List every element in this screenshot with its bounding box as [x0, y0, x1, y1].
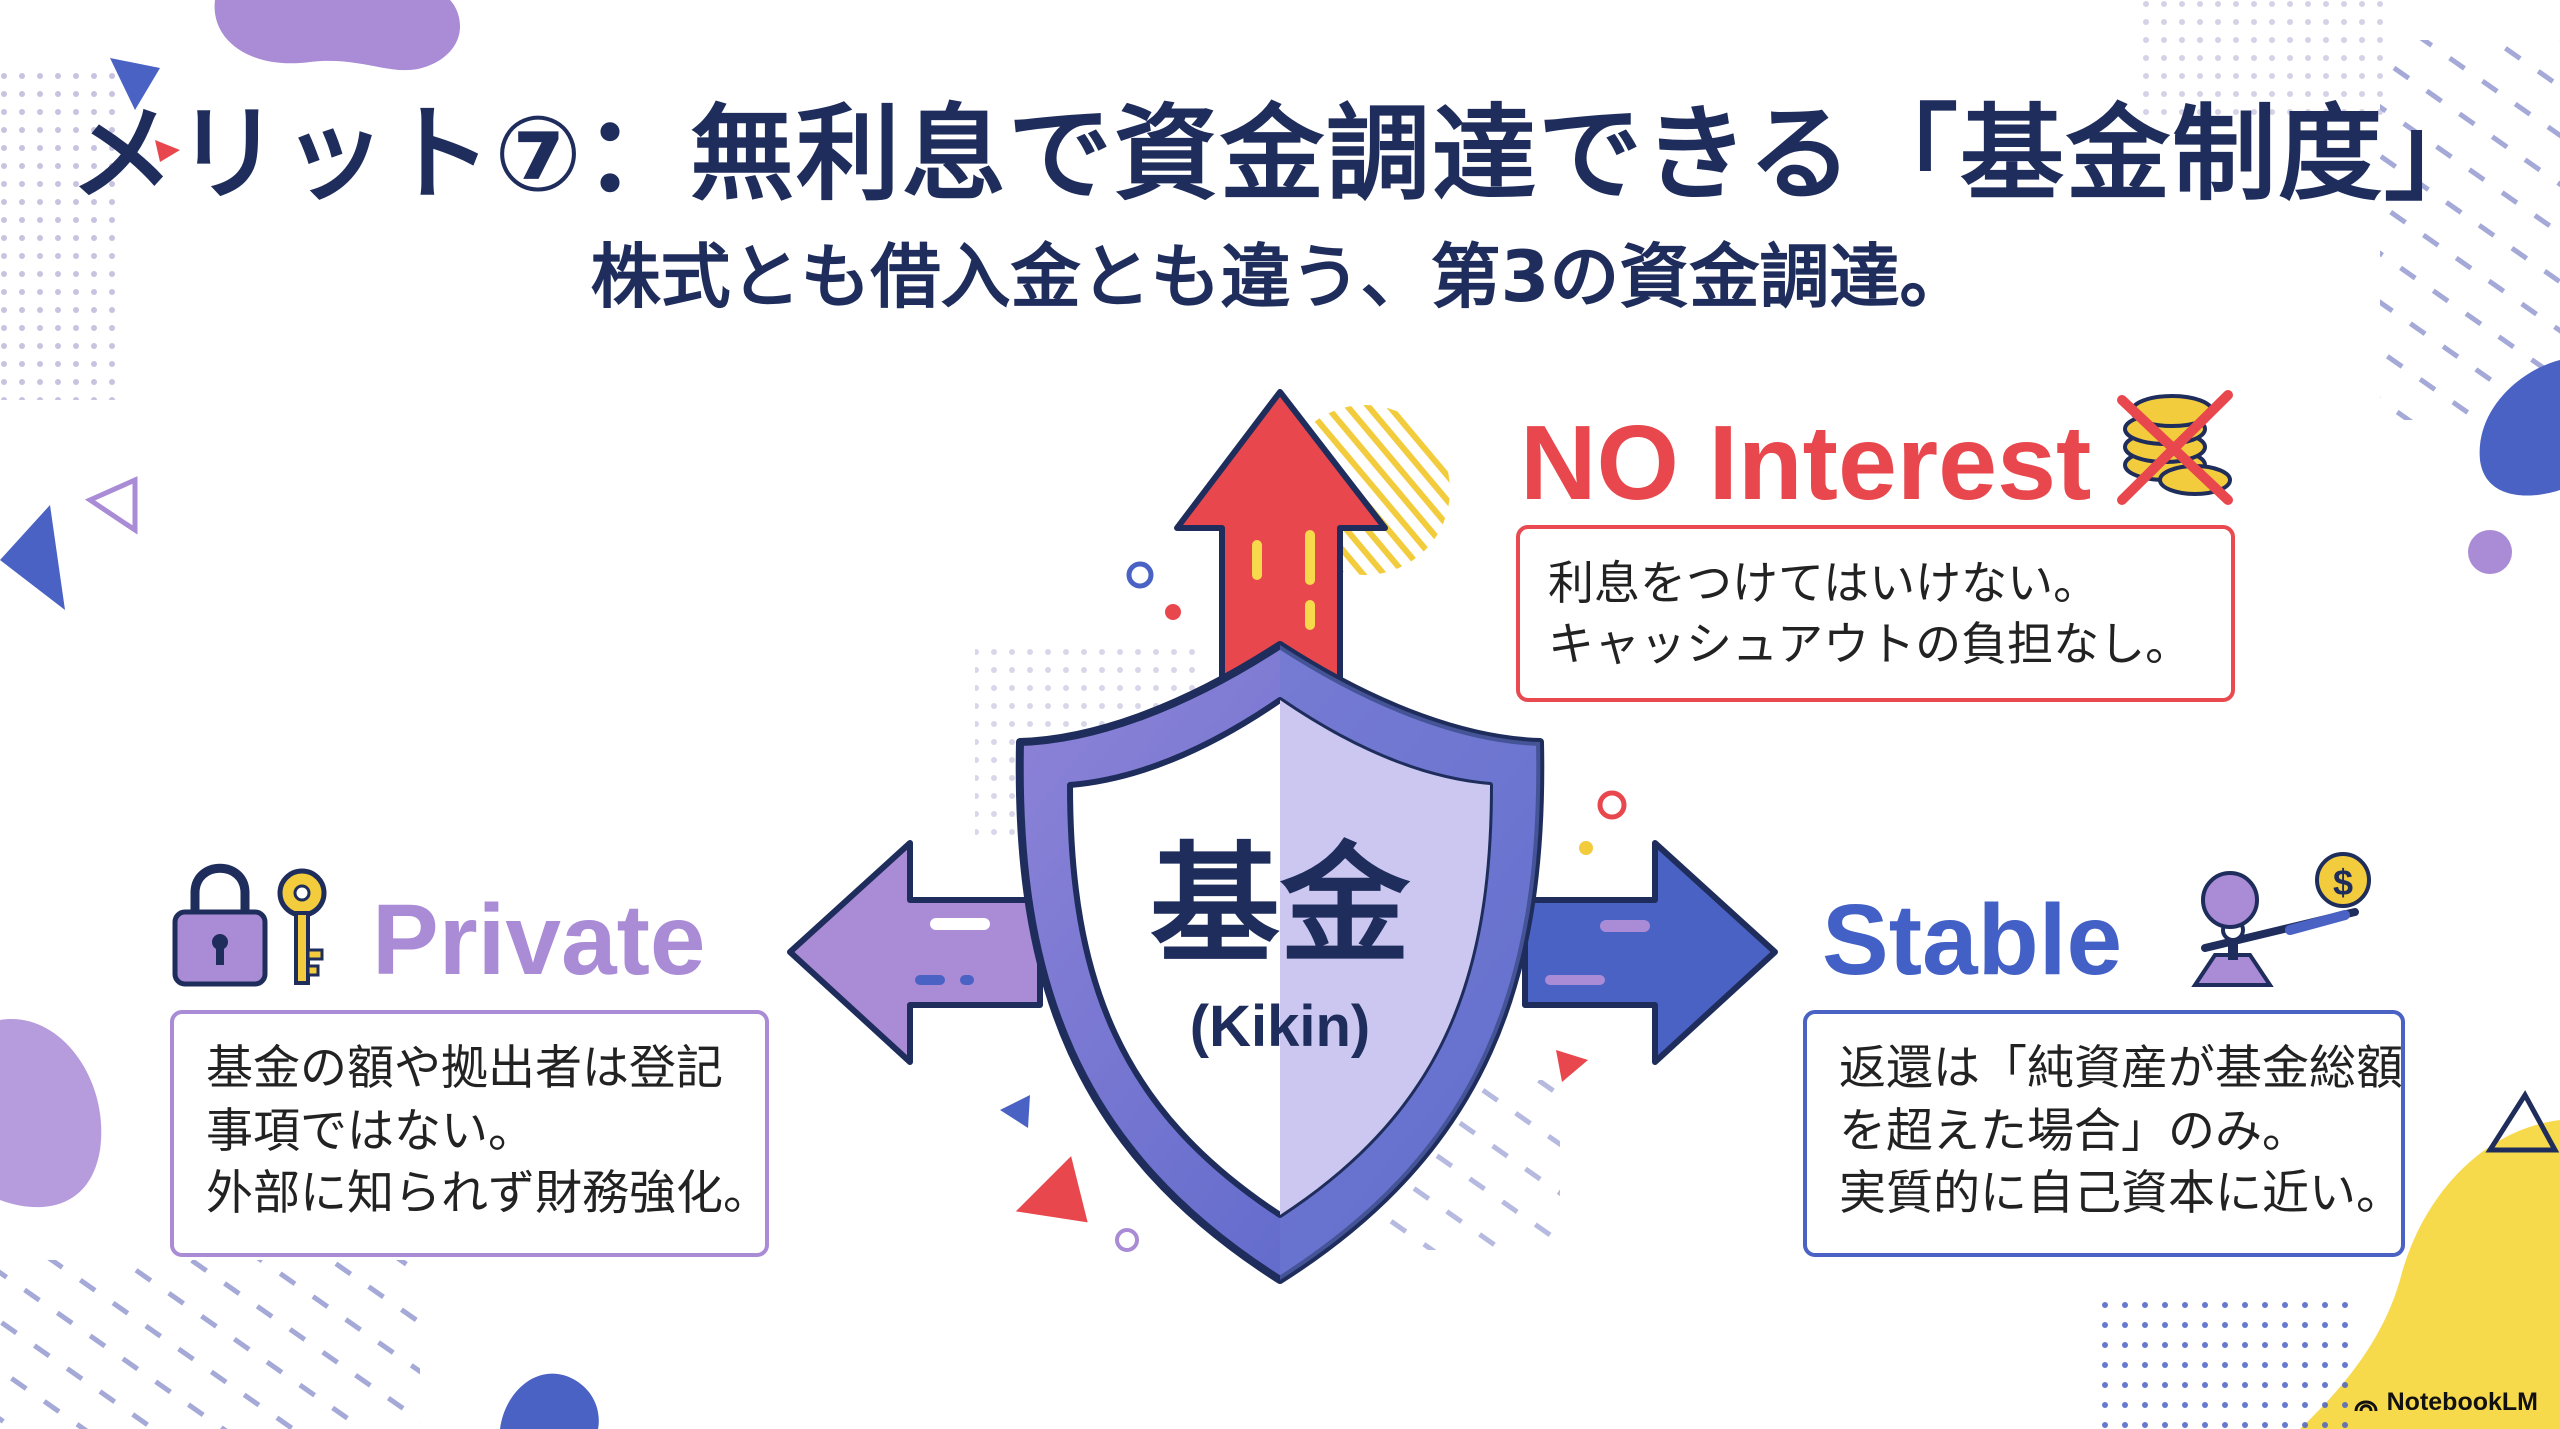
no-interest-heading: NO Interest [1520, 404, 2092, 522]
stable-line-3: 実質的に自己資本に近い。 [1839, 1166, 2403, 1221]
crossed-coins-icon [2117, 390, 2233, 505]
shield-sub-label: (Kikin) [1189, 994, 1371, 1059]
triangle-small-blue [1000, 1095, 1030, 1128]
right-arrow [1522, 840, 1778, 1065]
page-subtitle: 株式とも借入金とも違う、第3の資金調達。 [590, 236, 1970, 318]
left-arrow [787, 840, 1043, 1065]
stable-line-1: 返還は「純資産が基金総額 [1839, 1041, 2403, 1096]
no-interest-box: 利息をつけてはいけない。 キャッシュアウトの負担なし。 [1518, 527, 2233, 700]
shield [1015, 641, 1545, 1284]
dot-right-purple [2468, 530, 2512, 574]
triangle-blue-top-left [110, 58, 160, 110]
no-interest-box-frame [1516, 525, 2235, 702]
ring-small-red [1597, 790, 1627, 820]
page-title: メリット⑦：無利息で資金調達できる「基金制度」 [70, 93, 2490, 215]
blob-bottom-left [0, 1019, 102, 1208]
stable-line-2: を超えた場合」のみ。 [1839, 1103, 2309, 1159]
key-icon [277, 868, 327, 985]
dashes-bottom-left [0, 1260, 420, 1429]
stable-box: 返還は「純資産が基金総額 を超えた場合」のみ。 実質的に自己資本に近い。 [1805, 1012, 2403, 1255]
dot-small-red [1165, 604, 1181, 620]
shield-main-label: 基金 [1149, 829, 1410, 981]
dots-top-right [2140, 0, 2390, 120]
dots-top-left [0, 70, 120, 400]
balance-scale-icon: $ [2191, 852, 2371, 987]
blob-bottom-left-blue [500, 1373, 599, 1429]
triangle-outline-bottom-right [2485, 1090, 2560, 1153]
private-box-frame [170, 1010, 769, 1257]
dashes-top-right [2380, 40, 2560, 420]
blob-top-left [214, 0, 460, 71]
padlock-icon [172, 863, 268, 987]
triangle-small-red-right [1556, 1050, 1588, 1082]
stable-box-frame [1803, 1010, 2405, 1257]
private-line-3: 外部に知られず財務強化。 [206, 1166, 770, 1221]
blob-right-blue [2479, 360, 2560, 496]
ring-small-purple [1115, 1228, 1139, 1252]
no-interest-line-1: 利息をつけてはいけない。 [1548, 556, 2100, 610]
dots-bottom-right [2100, 1290, 2360, 1429]
triangle-outline-left [84, 476, 138, 535]
private-heading: Private [372, 884, 706, 996]
triangle-outline-red [1015, 1156, 1088, 1223]
stable-heading: Stable [1822, 884, 2123, 996]
notebooklm-logo-icon [2354, 1400, 2378, 1411]
private-box: 基金の額や拠出者は登記 事項ではない。 外部に知られず財務強化。 [172, 1012, 770, 1255]
triangle-blue-left [0, 505, 65, 610]
triangle-red-small [155, 140, 180, 162]
no-interest-line-2: キャッシュアウトの負担なし。 [1548, 617, 2192, 672]
brand-watermark: NotebookLM [2353, 1388, 2538, 1417]
dot-small-yellow [1579, 841, 1593, 855]
blob-bottom-right-yellow [2300, 1120, 2560, 1429]
private-line-1: 基金の額や拠出者は登記 [206, 1041, 723, 1096]
private-line-2: 事項ではない。 [206, 1103, 535, 1159]
ring-small-blue [1126, 561, 1154, 589]
brand-name: NotebookLM [2386, 1388, 2538, 1416]
svg-text:$: $ [2333, 862, 2353, 903]
